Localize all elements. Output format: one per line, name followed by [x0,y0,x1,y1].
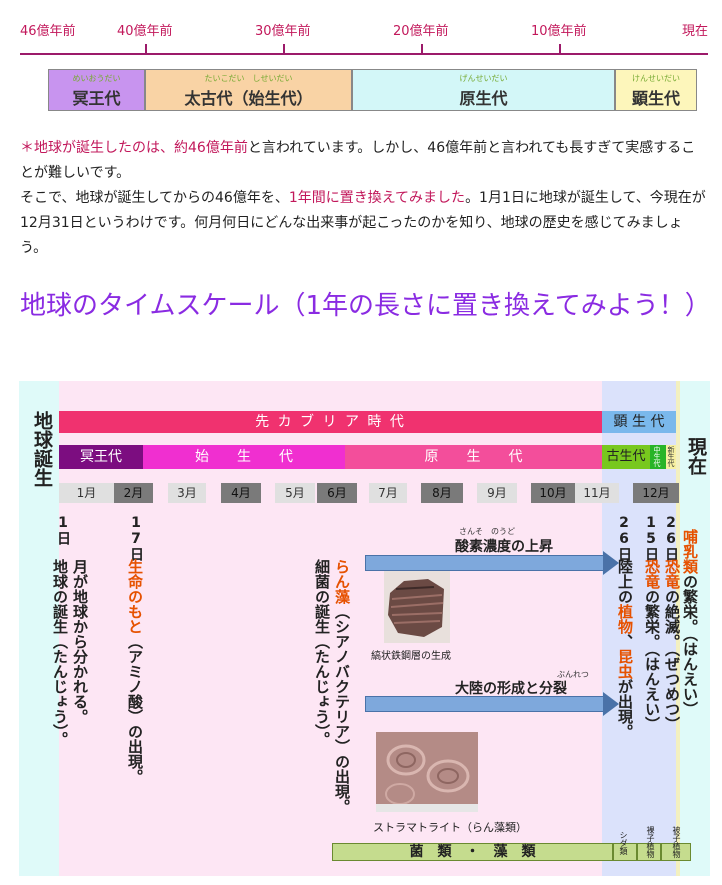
label-present: 現在 [685,437,707,475]
month-2: 2月 [114,483,153,503]
event-bacteria: 細菌の誕生（たんじょう）。 [313,559,331,747]
arrow2-label: 大陸の形成と分裂 [455,681,567,697]
day-26-a: 26日 [616,515,632,561]
timeline-label-10: 10億年前 [531,24,587,39]
month-8: 8月 [421,483,463,503]
label-earth-birth: 地球誕生 [31,411,53,487]
timeline-label-46: 46億年前 [20,24,76,39]
bg-end [676,381,710,876]
timeline-tick [559,44,561,55]
timeline-axis [20,53,708,55]
timeline-tick [145,44,147,55]
event-dino-extinct: 恐竜の絶滅。（ぜつめつ） [663,559,681,732]
time-scale-chart: 地球誕生 現在 先 カ ブ リ ア 時 代 顕 生 代 冥王代 始 生 代 原 … [19,381,710,876]
bar-shiseidai: 始 生 代 [143,445,345,469]
bar-phanerozoic: 顕 生 代 [602,411,676,433]
bar-meiodai: 冥王代 [59,445,143,469]
label-angiosperm: 被子植物 [672,826,681,858]
month-4: 4月 [221,483,261,503]
month-11: 11月 [575,483,619,503]
event-dino-prosper: 恐竜の繁栄。（はんえい） [643,559,661,732]
photo1-caption: 縞状鉄鋼層の生成 [371,651,451,662]
day-15: 15日 [643,515,659,561]
bar-fern [613,843,637,861]
intro-paragraph-2: そこで、地球が誕生してからの46億年を、1年間に置き換えてみました。1月1日に地… [20,190,706,256]
month-10: 10月 [531,483,575,503]
era-taikodai: たいこだい しせいだい 太古代（始生代） [145,69,352,111]
event-mammals: 哺乳類の繁栄。（はんえい） [681,529,699,717]
month-7: 7月 [369,483,407,503]
bar-angiosperm [661,843,691,861]
month-3: 3月 [168,483,206,503]
era-meiodai: めいおうだい 冥王代 [48,69,145,111]
label-chuseidai: 中生代 [653,446,661,467]
photo-stromatolite [376,732,478,812]
photo-banded-iron [384,571,450,643]
day-17: 17日 [128,515,144,561]
event-land-life: 陸上の植物、昆虫が出現。 [616,559,634,739]
timeline-tick [421,44,423,55]
month-6: 6月 [317,483,357,503]
month-5: 5月 [275,483,315,503]
event-moon: 月が地球から分かれる。 [71,559,89,724]
section-heading: 地球のタイムスケール（1年の長さに置き換えてみよう！） [20,291,711,321]
bar-gymnosperm [637,843,661,861]
arrow-oxygen [365,555,605,571]
timeline-tick [283,44,285,55]
day-26-b: 26日 [663,515,679,561]
event-earth-birth: 地球の誕生（たんじょう）。 [51,559,69,747]
era-genseidai: げんせいだい 原生代 [352,69,615,111]
arrow-continent-head [603,692,619,716]
label-gymnosperm: 裸子植物 [646,826,655,858]
timeline-label-20: 20億年前 [393,24,449,39]
month-12: 12月 [633,483,679,503]
event-cyanobacteria: らん藻（シアノバクテリア）の出現。 [333,559,351,814]
bg-start [19,381,59,876]
bar-fungi-algae: 菌 類 ・ 藻 類 [332,843,613,861]
bar-koseidai: 古生代 [602,445,650,469]
arrow-oxygen-head [603,551,619,575]
timeline-label-40: 40億年前 [117,24,173,39]
timeline-label-30: 30億年前 [255,24,311,39]
era-kenseidai: けんせいだい 顕生代 [615,69,697,111]
arrow1-label: 酸素濃度の上昇 [455,539,553,555]
bg-end-stripe [676,381,680,876]
arrow-continent [365,696,605,712]
bar-chuseidai: 中生代 [650,445,666,469]
timeline-label-now: 現在 [682,24,709,39]
label-shinseidai: 新生代 [667,446,675,467]
arrow2-ruby: ぶんれつ [557,670,589,679]
month-9: 9月 [477,483,517,503]
event-amino: 生命のもと（アミノ酸）の出現。 [126,559,144,784]
bar-shinseidai: 新生代 [666,445,676,469]
bar-precambrian: 先 カ ブ リ ア 時 代 [59,411,602,433]
day-1: 1日 [55,515,71,545]
photo2-caption: ストラマトライト（らん藻類） [373,821,527,834]
arrow1-ruby: さんそ のうど [459,527,515,536]
month-1: 1月 [59,483,114,503]
bar-genseidai: 原 生 代 [345,445,602,469]
label-fern: シダ類 [619,831,628,855]
intro-paragraph-1: ＊地球が誕生したのは、約46億年前と言われています。しかし、46億年前と言われて… [20,140,696,181]
